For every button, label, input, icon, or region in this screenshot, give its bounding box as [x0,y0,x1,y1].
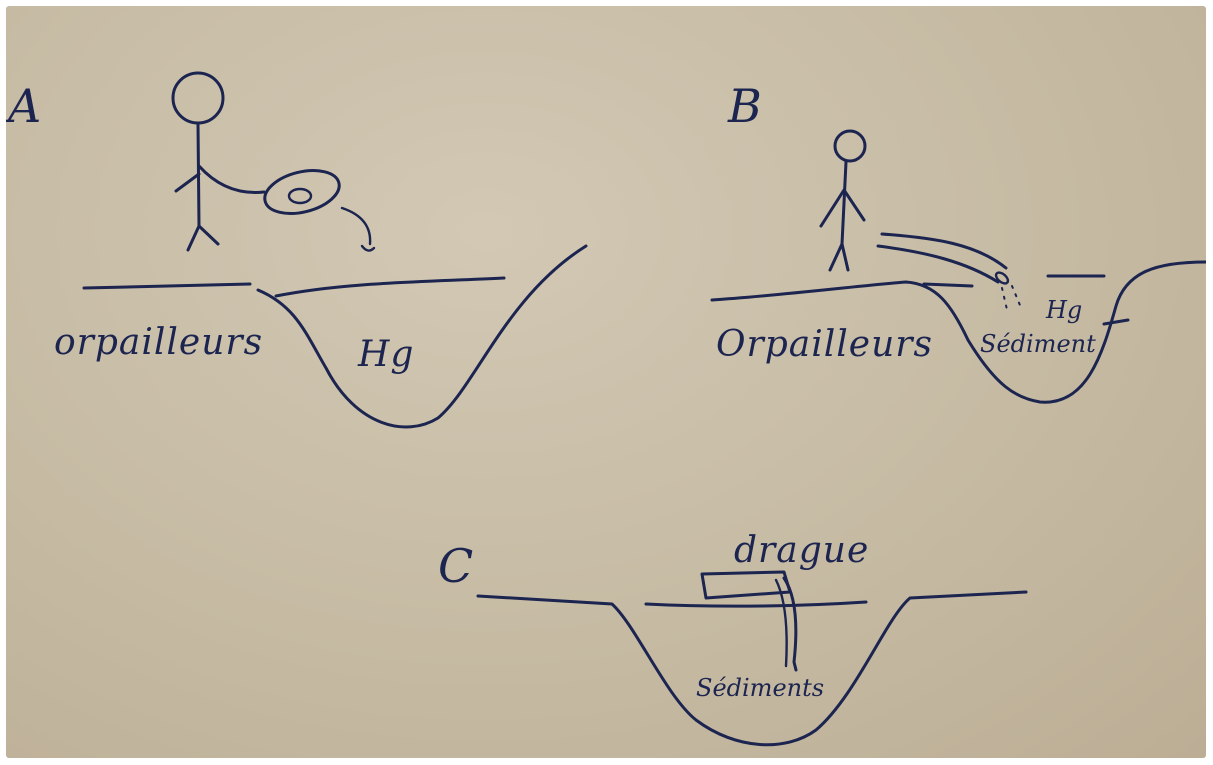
figure-left-arm [174,172,201,193]
figure-legs [828,242,850,272]
pan-contents [287,187,313,205]
figure-arms [819,188,866,228]
sluice-lower-edge [876,244,1000,284]
sketch-diagram: A orpailleurs Hg B [6,71,1206,747]
panel-b-terrain [710,260,1206,404]
panel-c-water-surface [644,600,868,608]
panel-a-water-surface [274,276,506,298]
panel-b-pit-label-hg: Hg [1045,296,1082,324]
gold-pan [263,169,341,215]
panel-c-terrain [476,590,1028,747]
panel-a: A orpailleurs Hg [6,71,588,429]
figure-body [840,160,848,246]
panel-c-dredge [700,570,798,672]
panel-c-letter: C [438,539,473,593]
paper-sheet: A orpailleurs Hg B [6,6,1206,758]
panel-a-letter: A [6,79,41,133]
panel-a-pit-label: Hg [357,334,414,375]
panel-b: B Orpailleurs Hg Sédiment [710,79,1206,404]
pour-arrow [340,206,376,252]
dredge-suction-pipe-inner [774,578,788,668]
panel-b-stick-figure [819,129,867,272]
figure-right-arm [197,164,266,194]
panel-a-terrain [82,244,588,429]
panel-c-boat-label: drague [734,530,869,571]
panel-a-pan [263,169,376,252]
panel-c: C drague Sédiments [438,530,1028,747]
panel-c-pit-outline [476,590,1028,747]
panel-a-ground-left [82,282,252,290]
panel-b-pit-label-sediment: Sédiment [980,330,1096,358]
figure-head [171,71,225,125]
figure-legs [186,224,220,252]
panel-b-letter: B [727,79,762,133]
panel-b-bank-label: Orpailleurs [716,324,933,365]
panel-b-pit-outline [710,260,1206,404]
panel-a-stick-figure [171,71,266,252]
dredge-suction-pipe-outer [782,576,798,672]
panel-c-bottom-label: Sédiments [696,674,824,702]
panel-b-sediment-mark [1102,318,1130,326]
panel-a-pit-outline [256,244,588,429]
figure-head [833,129,867,163]
falling-mercury-drops [1001,285,1023,315]
panel-b-water-left [922,282,974,288]
panel-b-sluice [876,232,1023,315]
sluice-outlet [994,271,1010,285]
sluice-upper-edge [880,232,1008,270]
panel-a-bank-label: orpailleurs [54,322,263,363]
dredge-boat [700,570,792,600]
